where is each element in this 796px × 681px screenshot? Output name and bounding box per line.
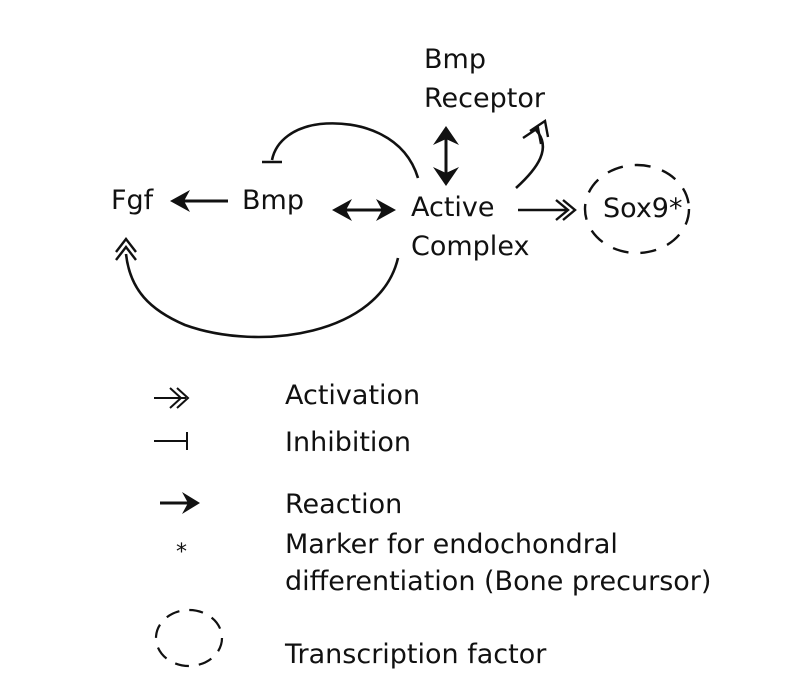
complex-receptor-activation-arrow [515,118,550,189]
active-complex-label-line1: Active [411,192,495,223]
legend-marker-label-line2: differentiation (Bone precursor) [285,566,712,597]
sox9-label: Sox9* [603,193,683,224]
legend-marker-label-line1: Marker for endochondral [285,529,618,560]
bmp-receptor-label-line2: Receptor [424,83,545,114]
legend-marker-symbol: * [176,540,187,565]
receptor-complex-double-arrow [433,126,459,186]
legend-inhibition-label: Inhibition [285,427,412,458]
active-complex-label-line2: Complex [411,231,530,262]
complex-sox9-activation-arrow [518,199,577,221]
legend-transcription-factor-icon [154,608,224,668]
complex-fgf-activation-arrow [115,237,400,339]
complex-bmp-inhibition-arrow [262,122,420,179]
bmp-complex-double-arrow [332,199,396,221]
bmp-receptor-label-line1: Bmp [424,44,486,75]
legend-inhibition-icon [154,432,188,450]
bmp-label: Bmp [242,185,304,216]
legend-reaction-label: Reaction [285,489,403,520]
legend-activation-icon [154,387,190,409]
legend-activation-label: Activation [285,380,421,411]
legend-reaction-icon [160,492,200,514]
bmp-fgf-reaction-arrow [170,190,228,212]
sox9-transcription-factor-circle [583,163,691,255]
fgf-label: Fgf [111,185,154,216]
legend-transcription-factor-label: Transcription factor [285,639,547,670]
